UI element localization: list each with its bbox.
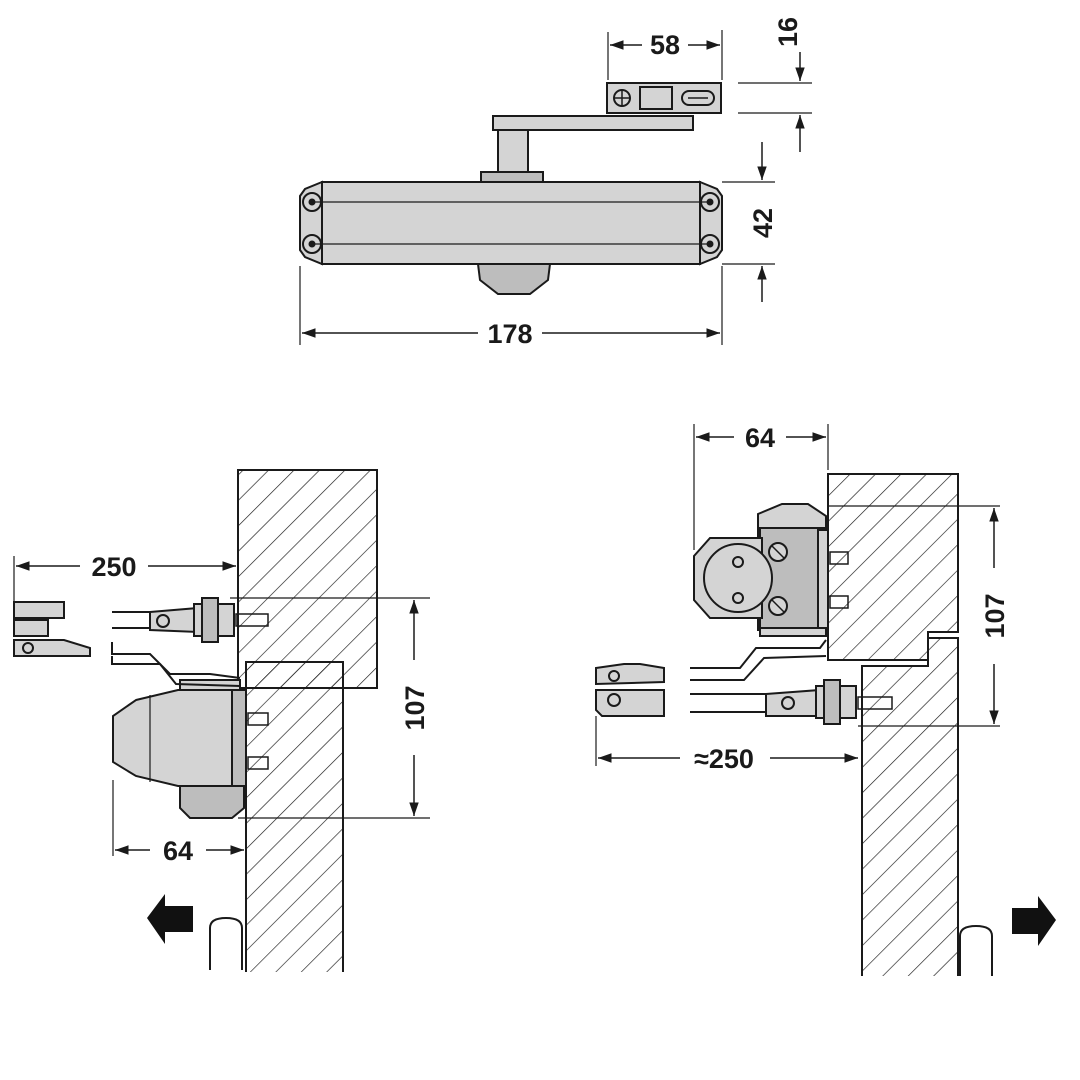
dimension-arm-reach-left: 250 (13, 552, 236, 602)
top-view: 58 16 42 178 (299, 17, 812, 349)
dim-label-107-right: 107 (980, 593, 1010, 638)
closer-side-view (112, 679, 269, 819)
mounting-hole (700, 234, 720, 254)
mounting-hole (700, 192, 720, 212)
dimension-vertical-right: 107 (828, 505, 1010, 727)
closer-body (299, 180, 723, 295)
mounting-hole (302, 234, 322, 254)
closer-arm-front (595, 639, 893, 725)
dim-label-250-approx: ≈250 (694, 744, 754, 774)
dimension-depth-right: 64 (693, 423, 829, 550)
door-leaf-section (245, 661, 344, 972)
door-frame-section (827, 473, 959, 661)
door-leaf-section (861, 637, 959, 976)
closer-front-view (693, 503, 849, 637)
dim-label-42: 42 (748, 208, 778, 238)
dimension-body-height: 42 (722, 142, 778, 302)
dim-label-64-right: 64 (745, 423, 775, 453)
dimension-bracket-height: 16 (738, 17, 812, 152)
dim-label-16: 16 (773, 17, 803, 47)
closer-arm (480, 115, 694, 183)
dimension-bracket-width: 58 (607, 30, 723, 80)
arrow-left-icon (147, 894, 193, 944)
door-frame-section (237, 469, 378, 689)
dim-label-178: 178 (487, 319, 532, 349)
mounting-hole (302, 192, 322, 212)
dimension-body-width: 178 (299, 266, 723, 349)
dim-label-107-left: 107 (400, 685, 430, 730)
dimension-depth-left: 64 (112, 780, 247, 866)
floor-post (959, 924, 993, 976)
dimension-arm-reach-right: ≈250 (595, 716, 858, 774)
dim-label-58: 58 (650, 30, 680, 60)
dimension-vertical-left: 107 (230, 597, 430, 819)
arm-bracket (606, 82, 722, 114)
closer-arm-side (13, 597, 269, 687)
arrow-right-icon (1012, 896, 1056, 946)
floor-post (209, 916, 243, 970)
dim-label-64-left: 64 (163, 836, 193, 866)
dim-label-250: 250 (91, 552, 136, 582)
left-view: 250 107 64 (13, 469, 430, 972)
right-view: 64 107 ≈250 (595, 423, 1056, 976)
